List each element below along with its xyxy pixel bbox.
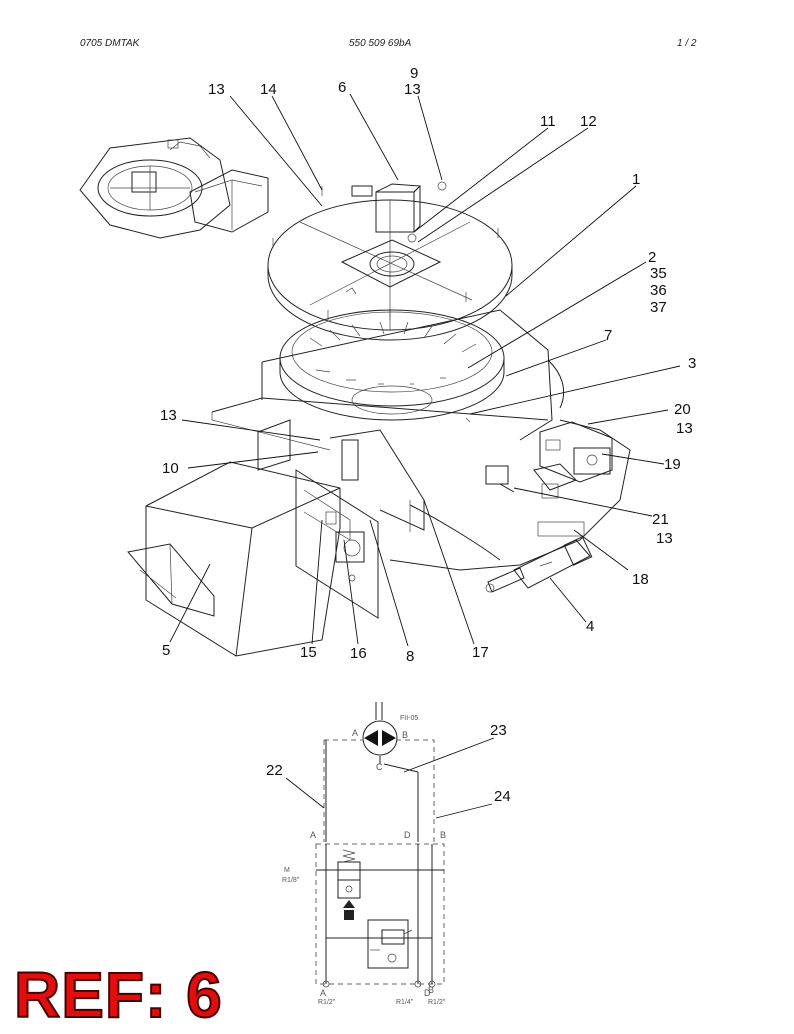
port-label-a: A <box>352 728 358 738</box>
bottom-thread-d: R1/4" <box>396 999 414 1006</box>
callout-7: 7 <box>604 327 612 344</box>
port-label-d: D <box>404 830 411 840</box>
callout-2: 2 <box>648 249 656 266</box>
callout-9: 9 <box>410 65 418 82</box>
callout-8: 8 <box>406 648 414 665</box>
callout-13: 13 <box>160 407 177 424</box>
callout-11: 11 <box>540 113 556 130</box>
gauge-thread-label: R1/8" <box>282 877 300 884</box>
callout-16: 16 <box>350 645 367 662</box>
callout-6: 6 <box>338 79 346 96</box>
callout-numbers: 13 14 6 9 13 11 12 1 2 35 36 37 7 3 13 2… <box>160 65 696 665</box>
callout-19: 19 <box>664 456 681 473</box>
callout-13: 13 <box>208 81 225 98</box>
header-part-number: 550 509 69bA <box>349 38 412 49</box>
gauge-label-m: M <box>284 867 290 874</box>
callout-21: 21 <box>652 511 669 528</box>
port-label-c: C <box>376 762 383 772</box>
leader-lines <box>169 93 681 647</box>
callout-22: 22 <box>266 762 283 779</box>
callout-20: 20 <box>674 401 691 418</box>
bottom-port-d: D <box>424 988 431 998</box>
callout-3: 3 <box>688 355 696 372</box>
inset-thumbnail-assembly <box>79 137 269 239</box>
callout-17: 17 <box>472 644 489 661</box>
callout-24: 24 <box>494 788 511 805</box>
bottom-port-b: B <box>428 985 434 995</box>
callout-37: 37 <box>650 299 667 316</box>
callout-13: 13 <box>404 81 421 98</box>
callout-12: 12 <box>580 113 597 130</box>
header-page-indicator: 1 / 2 <box>677 38 697 49</box>
port-label-a2: A <box>310 830 316 840</box>
callout-10: 10 <box>162 460 179 477</box>
ref-stamp: REF: 6 <box>13 959 223 1031</box>
callout-36: 36 <box>650 282 667 299</box>
bottom-thread-b: R1/2" <box>428 999 446 1006</box>
callout-14: 14 <box>260 81 277 98</box>
callout-5: 5 <box>162 642 170 659</box>
callout-35: 35 <box>650 265 667 282</box>
port-label-b: B <box>402 730 408 740</box>
main-assembly <box>127 181 631 657</box>
callout-1: 1 <box>632 171 640 188</box>
callout-13: 13 <box>676 420 693 437</box>
callout-18: 18 <box>632 571 649 588</box>
callout-13: 13 <box>656 530 673 547</box>
callout-4: 4 <box>586 618 594 635</box>
bottom-thread-a: R1/2" <box>318 999 336 1006</box>
valve-schematic: FII-05 A B C A D B M R1/8" <box>266 702 511 1006</box>
callout-15: 15 <box>300 644 317 661</box>
port-label-b2: B <box>440 830 446 840</box>
bottom-port-a: A <box>320 988 326 998</box>
callout-23: 23 <box>490 722 507 739</box>
header-doc-code: 0705 DMTAK <box>80 38 140 49</box>
valve-code-label: FII-05 <box>400 715 418 722</box>
